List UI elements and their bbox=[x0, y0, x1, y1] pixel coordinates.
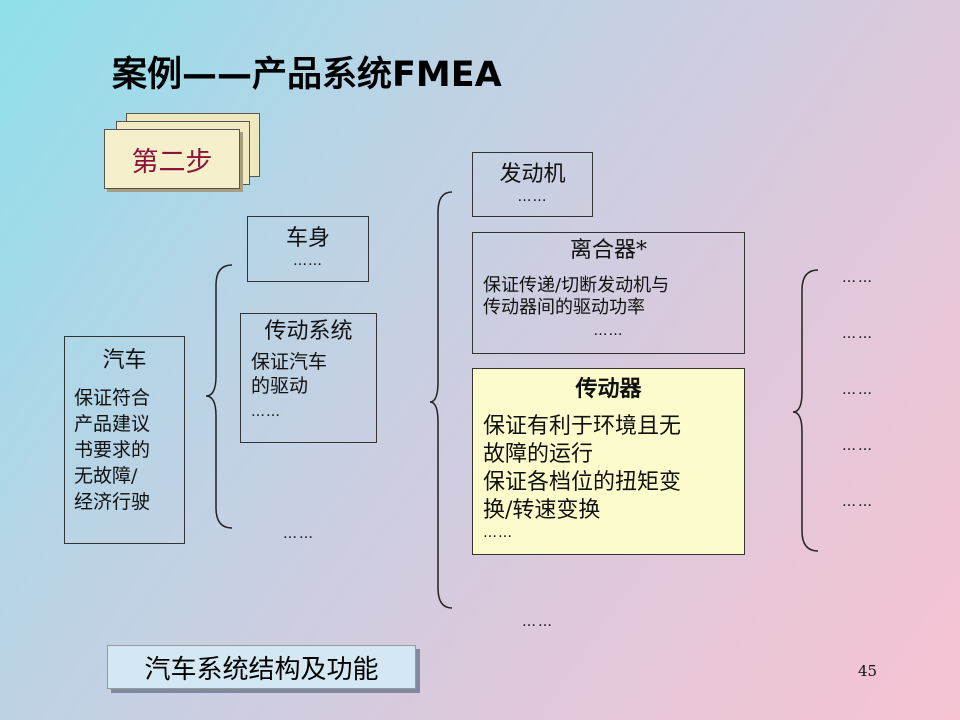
car-function-line: 无故障/ bbox=[74, 465, 138, 487]
page-number: 45 bbox=[858, 662, 878, 680]
brace-level2 bbox=[429, 191, 453, 609]
brace-level1 bbox=[205, 264, 233, 529]
level4-item: …… bbox=[842, 382, 874, 398]
transmission-system-box: 传动系统 保证汽车 的驱动 …… bbox=[240, 313, 377, 443]
level2-ellipsis: …… bbox=[283, 526, 315, 542]
body-ellipsis: …… bbox=[293, 253, 323, 269]
gearbox-function-line: 换/转速变换 bbox=[483, 498, 601, 523]
engine-name: 发动机 bbox=[499, 162, 566, 187]
slide-title: 案例——产品系统FMEA bbox=[112, 55, 502, 95]
car-function-line: 经济行驶 bbox=[74, 491, 151, 513]
clutch-ellipsis: …… bbox=[593, 323, 624, 339]
step-label: 第二步 bbox=[131, 146, 213, 178]
clutch-name: 离合器* bbox=[569, 238, 647, 263]
car-function-line: 保证符合 bbox=[74, 387, 151, 409]
car-box: 汽车 保证符合 产品建议 书要求的 无故障/ 经济行驶 bbox=[64, 336, 185, 544]
level4-item: …… bbox=[842, 326, 874, 342]
car-function-line: 书要求的 bbox=[74, 439, 151, 461]
level4-item: …… bbox=[842, 438, 874, 454]
caption-box: 汽车系统结构及功能 bbox=[107, 645, 416, 689]
gearbox-function-line: 故障的运行 bbox=[483, 442, 594, 467]
car-name: 汽车 bbox=[102, 348, 147, 373]
clutch-function-line: 保证传递/切断发动机与 bbox=[483, 275, 670, 296]
body-name: 车身 bbox=[285, 226, 330, 251]
body-box: 车身 …… bbox=[247, 216, 369, 282]
caption-text: 汽车系统结构及功能 bbox=[144, 654, 379, 685]
step-badge-front-sheet: 第二步 bbox=[104, 129, 240, 189]
car-function-line: 产品建议 bbox=[74, 413, 151, 435]
transmission-system-name: 传动系统 bbox=[264, 319, 353, 344]
level4-item: …… bbox=[842, 494, 874, 510]
clutch-box: 离合器* 保证传递/切断发动机与 传动器间的驱动功率 …… bbox=[472, 232, 745, 354]
transmission-system-function-line: 保证汽车 bbox=[251, 351, 328, 373]
level4-item: …… bbox=[842, 270, 874, 286]
transmission-system-function-line: 的驱动 bbox=[251, 375, 309, 397]
gearbox-function-line: 保证各档位的扭矩变 bbox=[483, 470, 682, 495]
engine-box: 发动机 …… bbox=[472, 152, 593, 217]
transmission-system-ellipsis: …… bbox=[251, 404, 281, 420]
level3-ellipsis: …… bbox=[522, 614, 554, 630]
gearbox-ellipsis: …… bbox=[483, 525, 513, 541]
clutch-function-line: 传动器间的驱动功率 bbox=[483, 297, 645, 318]
brace-level3 bbox=[792, 269, 819, 552]
step-badge: 第二步 bbox=[104, 113, 274, 203]
gearbox-box: 传动器 保证有利于环境且无 故障的运行 保证各档位的扭矩变 换/转速变换 …… bbox=[472, 368, 745, 555]
engine-ellipsis: …… bbox=[517, 189, 548, 205]
gearbox-name: 传动器 bbox=[575, 376, 642, 402]
gearbox-function-line: 保证有利于环境且无 bbox=[483, 414, 682, 439]
